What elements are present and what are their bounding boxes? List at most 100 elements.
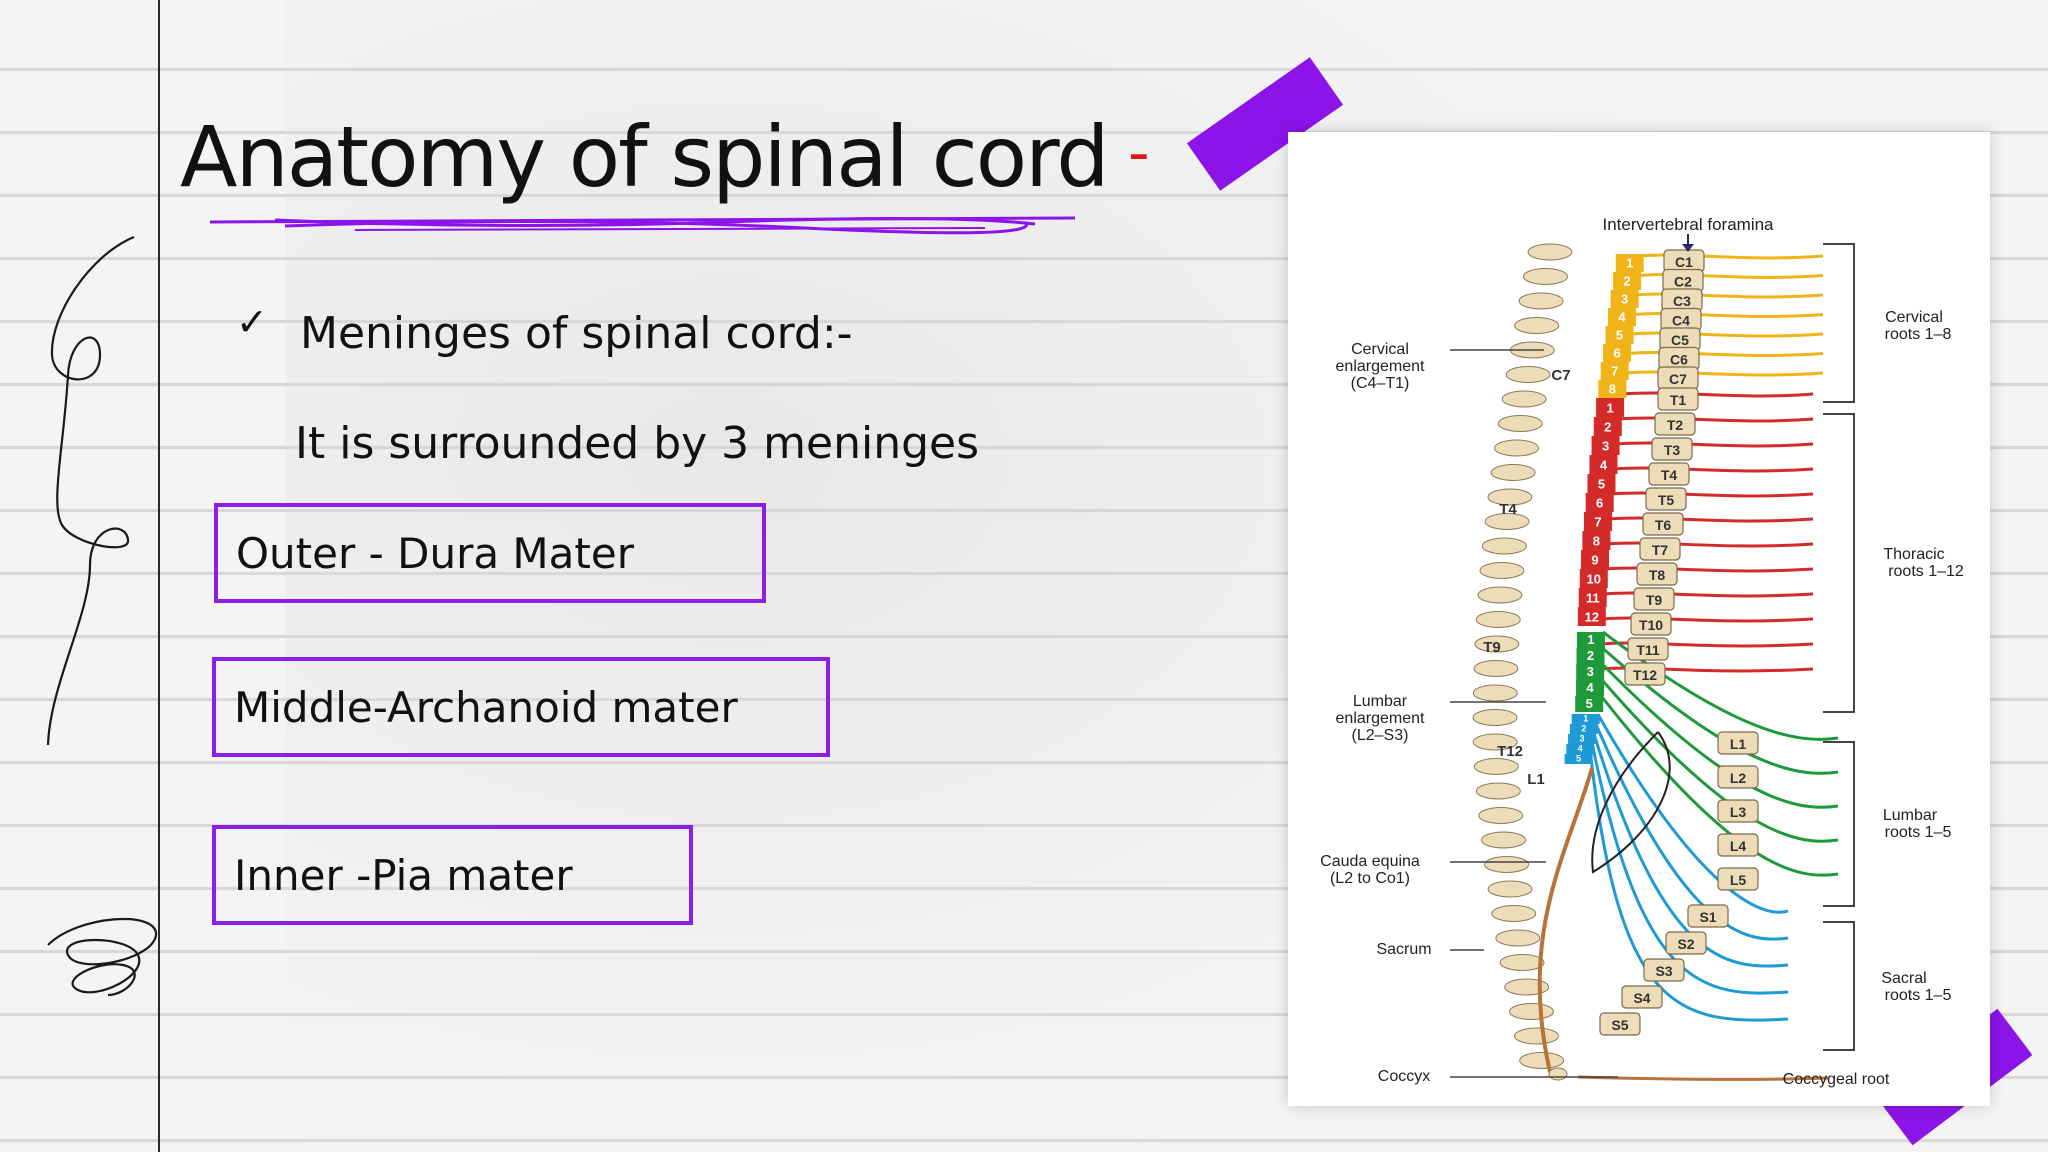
vertebra-label: T3 [1664, 442, 1681, 458]
cord-segment-cervical [1615, 254, 1644, 272]
vertebra-label: S1 [1699, 909, 1716, 925]
spinous-process [1487, 488, 1533, 506]
filum-terminale [1537, 767, 1594, 1073]
vertebra-label: L1 [1730, 736, 1747, 752]
nerve-root [1603, 616, 1814, 623]
vertebra-label: S3 [1655, 963, 1672, 979]
spinous-process [1477, 586, 1523, 604]
cord-segment-thoracic [1587, 474, 1616, 493]
spinous-process [1478, 807, 1524, 824]
vertebra-label: T8 [1649, 567, 1666, 583]
vertebra-label: L2 [1730, 770, 1747, 786]
nerve-root [1596, 713, 1789, 914]
checkmark-icon: ✓ [236, 300, 268, 344]
cord-segment-thoracic [1578, 588, 1607, 607]
vertebra-label: T6 [1655, 517, 1672, 533]
spinous-process [1484, 513, 1530, 530]
cord-segment-sacral [1564, 754, 1593, 764]
cord-segment-cervical [1605, 326, 1634, 344]
cord-segment-label: 8 [1609, 382, 1616, 397]
slide-title: Anatomy of spinal cord [180, 108, 1110, 206]
cord-segment-thoracic [1581, 550, 1610, 569]
cord-segment-thoracic [1583, 512, 1612, 531]
cord-segment-label: 12 [1585, 609, 1599, 624]
spinous-process [1491, 905, 1537, 922]
label-lumbar-roots-2: roots 1–5 [1885, 824, 1952, 841]
cord-segment-label: 8 [1593, 533, 1600, 548]
spinous-process [1505, 366, 1551, 383]
nerve-root [1604, 591, 1814, 598]
cord-segment-label: 5 [1586, 696, 1593, 711]
spinous-process [1519, 1052, 1565, 1069]
cord-segment-label: 3 [1621, 292, 1628, 307]
scribble-doodle [46, 235, 135, 746]
nerve-root [1625, 370, 1824, 377]
vertebra-body [1627, 637, 1669, 661]
cord-segment-sacral [1566, 744, 1595, 754]
meninges-box-outer: Outer - Dura Mater [214, 503, 766, 603]
cord-segment-thoracic [1585, 493, 1614, 512]
label-cauda-equina-1: Cauda equina [1320, 853, 1420, 870]
cord-segment-lumbar [1575, 696, 1604, 712]
scribble-doodle-small [47, 917, 158, 997]
cord-segment-thoracic [1577, 607, 1606, 626]
spinous-process [1474, 635, 1520, 653]
vertebra-body [1717, 833, 1759, 857]
nerve-root [1638, 273, 1824, 279]
vertebra-body [1636, 562, 1678, 586]
spinous-process [1514, 317, 1560, 334]
lumbar-enlargement-outline [1591, 731, 1671, 874]
meninges-label-middle: Middle-Archanoid mater [234, 682, 738, 732]
label-coccygeal-root: Coccygeal root [1783, 1071, 1890, 1088]
nerve-root [1601, 646, 1839, 775]
vertebra-label: S4 [1633, 990, 1650, 1006]
spinous-process [1487, 880, 1533, 898]
spinous-process [1472, 684, 1518, 702]
vertebra-body [1643, 958, 1685, 982]
spinous-process [1495, 929, 1541, 947]
vertebra-label: C7 [1669, 371, 1687, 387]
cord-segment-label: 4 [1618, 310, 1626, 325]
vertebra-label: T1 [1670, 392, 1687, 408]
vertebra-body [1633, 587, 1675, 611]
vertebra-body [1630, 612, 1672, 636]
vertebra-label: C2 [1674, 274, 1692, 290]
vertebra-body [1654, 412, 1696, 436]
nerve-root [1622, 391, 1814, 398]
cord-segment-label: 3 [1580, 734, 1585, 744]
title-red-dash: - [1128, 118, 1150, 188]
nerve-root [1605, 566, 1814, 573]
cord-segment-label: 2 [1587, 648, 1594, 663]
spinous-process [1481, 537, 1527, 555]
nerve-root [1601, 666, 1814, 673]
nerve-root [1633, 312, 1824, 318]
cord-segment-thoracic [1593, 417, 1622, 436]
cord-segment-label: 1 [1587, 632, 1594, 647]
label-cervical-roots-1: Cervical [1885, 309, 1943, 326]
vertebra-label: L5 [1730, 872, 1747, 888]
cord-segment-label: 4 [1600, 457, 1608, 472]
nerve-root [1611, 491, 1814, 498]
cord-segment-label: 6 [1613, 346, 1620, 361]
cord-segment-label: 3 [1602, 438, 1609, 453]
label-sacrum: Sacrum [1376, 941, 1431, 958]
notebook-margin-line [158, 0, 160, 1152]
vertebra-label: C6 [1670, 352, 1688, 368]
spinous-process [1523, 268, 1569, 285]
cord-segment-sacral [1571, 714, 1600, 724]
cord-segment-lumbar [1576, 632, 1605, 648]
vertebra-body [1665, 931, 1707, 955]
nerve-root [1601, 662, 1839, 809]
vertebra-label: S2 [1677, 936, 1694, 952]
cord-segment-label: 10 [1587, 571, 1601, 586]
cord-segment-label: 4 [1578, 744, 1583, 754]
cord-segment-lumbar [1576, 680, 1605, 696]
cord-segment-label: 11 [1586, 590, 1600, 605]
vertebra-mark-c7: C7 [1551, 367, 1570, 384]
label-intervertebral-foramina: Intervertebral foramina [1602, 215, 1774, 234]
nerve-root [1616, 441, 1814, 448]
vertebra-body [1642, 512, 1684, 536]
vertebra-label: C3 [1673, 293, 1691, 309]
cord-segment-thoracic [1579, 569, 1608, 588]
coccyx-bone [1548, 1067, 1568, 1081]
